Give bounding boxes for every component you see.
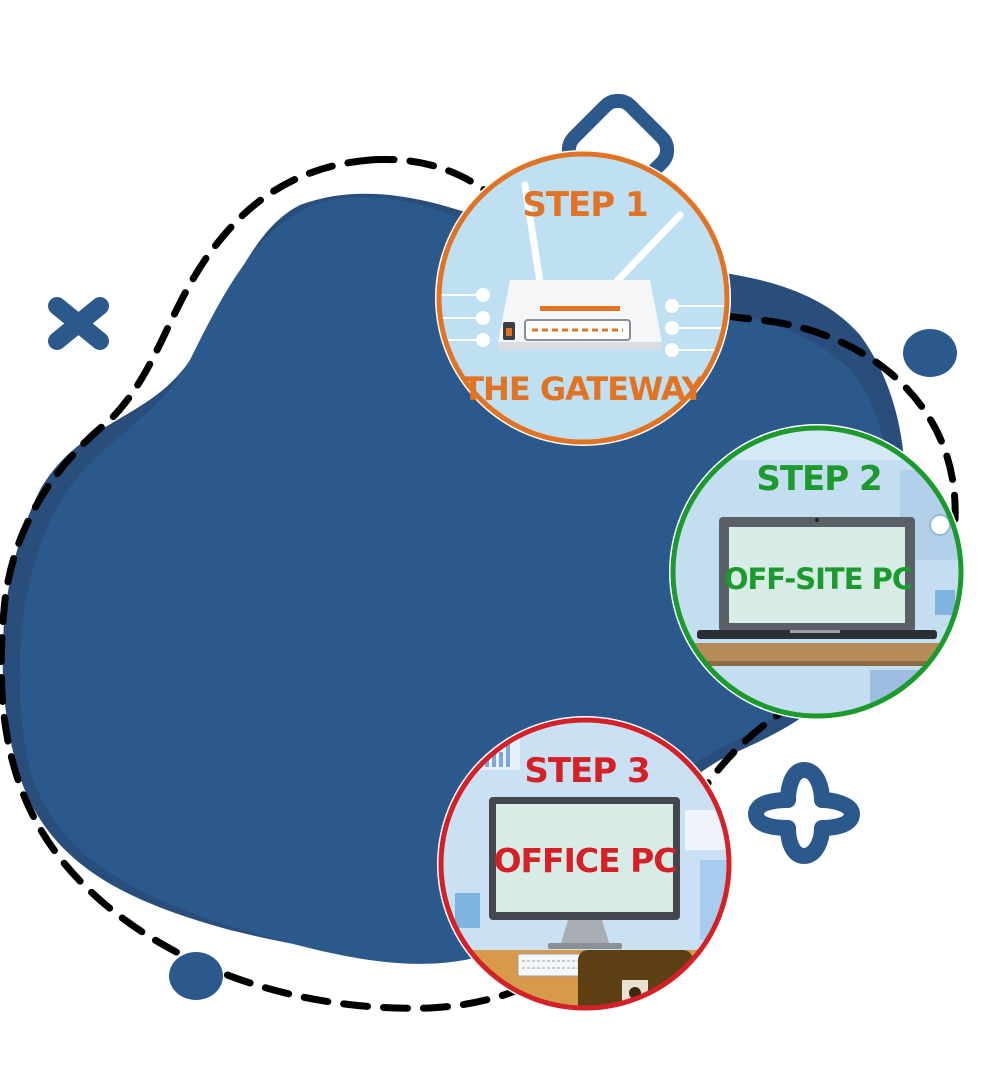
step-1-caption: THE GATEWAY <box>462 370 705 408</box>
step-3-label: STEP 3 <box>524 751 649 791</box>
x-mark-icon <box>48 297 109 350</box>
step-3-bubble: STEP 3 OFFICE PC <box>437 716 733 1012</box>
dot-icon <box>903 329 957 377</box>
step-2-label: STEP 2 <box>756 459 881 499</box>
dot-icon <box>169 952 223 1000</box>
step-3-caption: OFFICE PC <box>493 841 676 880</box>
laptop-icon <box>697 517 937 639</box>
step-1-label: STEP 1 <box>522 185 647 225</box>
four-point-star-icon <box>748 762 860 864</box>
step-2-caption: OFF-SITE PC <box>724 562 912 596</box>
router-icon <box>440 181 727 357</box>
step-1-bubble: STEP 1 THE GATEWAY <box>435 150 731 446</box>
